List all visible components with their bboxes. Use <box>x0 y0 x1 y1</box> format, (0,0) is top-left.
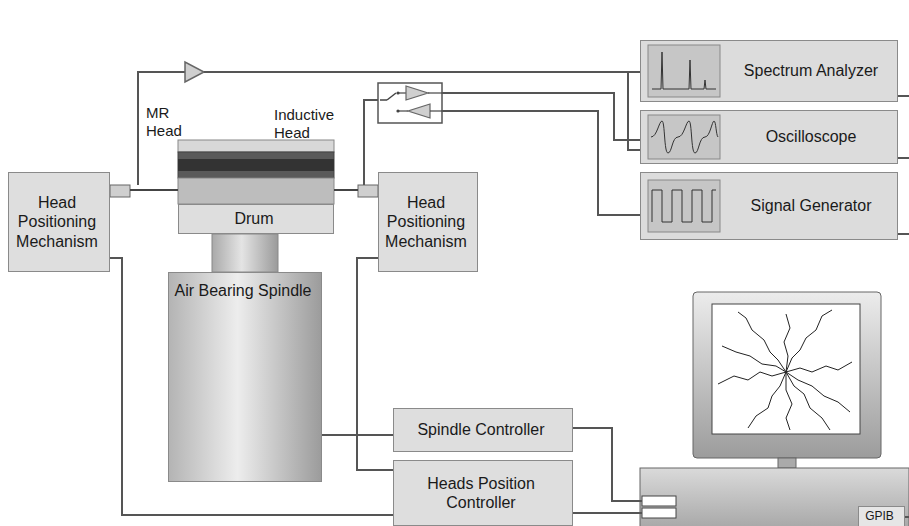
node-text: Air Bearing Spindle <box>175 281 312 300</box>
oscilloscope-trace <box>651 121 718 153</box>
wire <box>573 512 642 514</box>
wire <box>898 233 909 235</box>
trace <box>786 310 832 372</box>
trajectory-plot <box>718 310 852 430</box>
spindle-shaft <box>212 234 278 272</box>
trace <box>738 312 786 372</box>
head-label: MR Head <box>146 104 196 140</box>
switch-symbol <box>387 93 396 100</box>
instrument-fill <box>640 40 898 102</box>
instrument-box: Signal Generator <box>640 172 898 240</box>
controller-box: Heads Position Controller <box>393 460 573 526</box>
instrument-fill <box>640 110 898 164</box>
computer-case <box>640 468 909 526</box>
trace <box>722 346 786 372</box>
wire <box>364 100 378 185</box>
monitor-screen <box>712 304 860 434</box>
head-label: Inductive Head <box>274 106 346 142</box>
instrument-box: Oscilloscope <box>640 110 898 164</box>
square-wave <box>652 190 716 222</box>
node-text: Head Positioning Mechanism <box>9 193 105 251</box>
gpib-port: GPIB <box>858 506 905 526</box>
trace <box>786 372 850 412</box>
drum-body: Drum <box>178 204 334 234</box>
trace <box>786 362 852 372</box>
node-text: Heads Position Controller <box>394 474 568 512</box>
monitor-neck <box>778 458 796 468</box>
inductive-head <box>334 189 358 191</box>
wire <box>204 71 640 73</box>
screen-panel <box>648 45 720 97</box>
wire <box>905 516 909 518</box>
switch-box <box>378 83 442 123</box>
head-mount <box>358 185 378 197</box>
head-mount <box>110 185 130 197</box>
node-text: Spindle Controller <box>417 420 544 439</box>
port <box>642 508 676 518</box>
trace <box>786 372 830 430</box>
controller-box: Spindle Controller <box>393 408 573 452</box>
wire <box>398 92 406 93</box>
amplifier-symbol <box>185 62 204 82</box>
spectrum-trace <box>652 52 716 89</box>
drum-band <box>178 178 334 204</box>
drum-media-band <box>178 152 334 178</box>
amplifier-symbol <box>406 86 428 100</box>
instrument-fill <box>640 172 898 240</box>
wire <box>573 428 642 501</box>
node-text: GPIB <box>865 509 894 523</box>
trace <box>748 372 786 428</box>
drum-top <box>178 140 334 152</box>
positioner-box: Head Positioning Mechanism <box>378 172 478 272</box>
cable <box>357 258 393 470</box>
cable <box>110 258 393 515</box>
amplifier-symbol <box>408 104 430 118</box>
trace <box>786 372 792 430</box>
switch-symbol <box>380 99 387 101</box>
node-text: Signal Generator <box>751 196 872 215</box>
port <box>642 496 676 506</box>
node-text: Oscilloscope <box>766 127 857 146</box>
wire <box>430 110 442 111</box>
screen-panel <box>648 115 720 159</box>
spindle-body: Air Bearing Spindle <box>168 272 322 482</box>
node-text: Spectrum Analyzer <box>744 61 878 80</box>
wire <box>428 92 442 93</box>
wire <box>898 95 909 97</box>
node-text: Head Positioning Mechanism <box>379 193 473 251</box>
mr-head <box>130 189 178 191</box>
wire <box>898 157 909 159</box>
instrument-box: Spectrum Analyzer <box>640 40 898 102</box>
trace <box>718 372 786 384</box>
positioner-box: Head Positioning Mechanism <box>8 172 110 272</box>
node-text: Drum <box>234 209 273 228</box>
wire <box>442 93 640 140</box>
wire <box>628 72 640 150</box>
trace <box>784 314 790 372</box>
drum-media-track <box>178 159 334 171</box>
monitor <box>693 292 881 458</box>
screen-panel <box>648 180 720 232</box>
